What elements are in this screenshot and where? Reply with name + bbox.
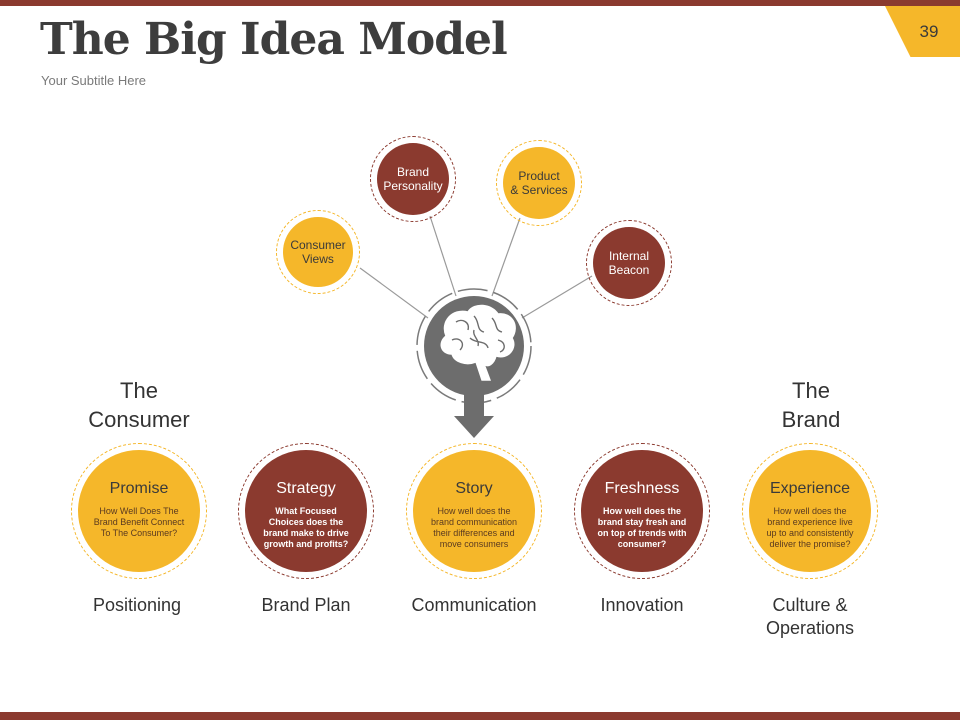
story-label: Communication	[411, 595, 537, 615]
freshness-desc: How well does the brand stay fresh and o…	[597, 506, 687, 549]
strategy-label: Brand Plan	[261, 595, 351, 615]
connector-product-services	[491, 217, 521, 297]
page-number: 39	[919, 22, 939, 41]
promise-label: Positioning	[92, 595, 182, 615]
internal-beacon-ring	[586, 220, 672, 306]
freshness-ring	[574, 443, 710, 579]
experience-node: Experience How well does the brand exper…	[749, 450, 871, 572]
top-accent-bar	[0, 0, 960, 6]
connector-internal-beacon	[521, 275, 593, 319]
down-arrow-icon	[454, 393, 494, 438]
freshness-label: Innovation	[600, 595, 684, 615]
promise-node: Promise How Well Does The Brand Benefit …	[78, 450, 200, 572]
brand-personality-ring	[370, 136, 456, 222]
connector-brand-personality	[429, 215, 457, 297]
product-services-node: Product & Services	[503, 147, 575, 219]
side-label-brand: The Brand	[781, 378, 841, 432]
experience-ring	[742, 443, 878, 579]
experience-title: Experience	[769, 480, 851, 497]
brain-icon	[440, 304, 516, 381]
consumer-views-ring	[276, 210, 360, 294]
page-subtitle: Your Subtitle Here	[41, 73, 147, 88]
story-node: Story How well does the brand communicat…	[413, 450, 535, 572]
internal-beacon-node: Internal Beacon	[593, 227, 665, 299]
brand-personality-node: Brand Personality	[377, 143, 449, 215]
product-services-ring	[496, 140, 582, 226]
consumer-views-node: Consumer Views	[283, 217, 353, 287]
promise-ring	[71, 443, 207, 579]
story-title: Story	[455, 480, 493, 497]
connector-consumer-views	[359, 267, 429, 319]
strategy-desc: What Focused Choices does the brand make…	[263, 506, 349, 549]
experience-desc: How well does the brand experience live …	[766, 506, 854, 549]
strategy-node: Strategy What Focused Choices does the b…	[245, 450, 367, 572]
promise-title: Promise	[109, 480, 169, 497]
story-desc: How well does the brand communication th…	[430, 506, 518, 549]
freshness-title: Freshness	[604, 480, 680, 497]
page-title: The Big Idea Model	[40, 14, 508, 65]
strategy-title: Strategy	[276, 480, 336, 497]
story-ring	[406, 443, 542, 579]
freshness-node: Freshness How well does the brand stay f…	[581, 450, 703, 572]
strategy-ring	[238, 443, 374, 579]
promise-desc: How Well Does The Brand Benefit Connect …	[93, 506, 185, 538]
bottom-accent-bar	[0, 712, 960, 720]
side-label-consumer: The Consumer	[88, 378, 190, 432]
experience-label: Culture & Operations	[765, 595, 855, 638]
